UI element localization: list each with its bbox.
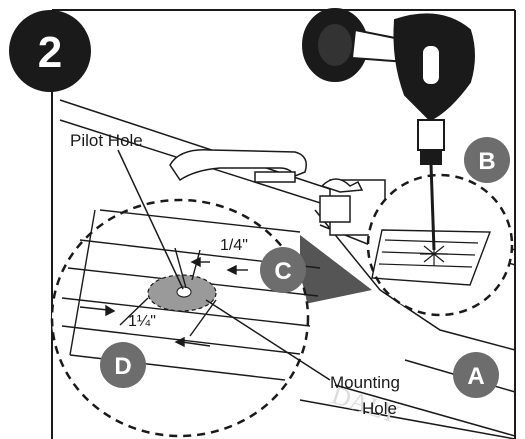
pilot-hole-dimension-label: 1/4" [220, 237, 248, 254]
svg-text:D: D [114, 353, 131, 380]
cordless-drill-icon [302, 8, 475, 251]
mounting-hole-dimension-label: 1¼" [128, 313, 156, 330]
callout-badge-c: C [260, 247, 306, 293]
mounting-hole-label-line1: Mounting [330, 373, 400, 392]
right-detail-ellipse [366, 173, 514, 317]
mounting-hole-leader [205, 299, 331, 381]
callout-badge-b: B [464, 137, 510, 183]
faucet-icon [169, 149, 364, 223]
pilot-hole-label: Pilot Hole [70, 131, 143, 150]
step-number-badge: 2 [9, 10, 91, 92]
svg-text:B: B [478, 148, 495, 175]
mounting-hole-label-line2: Hole [362, 399, 397, 418]
svg-text:A: A [467, 363, 484, 390]
callout-badge-a: A [453, 352, 499, 398]
svg-text:C: C [274, 258, 291, 285]
callout-badge-d: D [100, 342, 146, 388]
step-number: 2 [38, 28, 62, 77]
pilot-hole [176, 286, 192, 298]
pilot-hole-leader [117, 149, 184, 290]
